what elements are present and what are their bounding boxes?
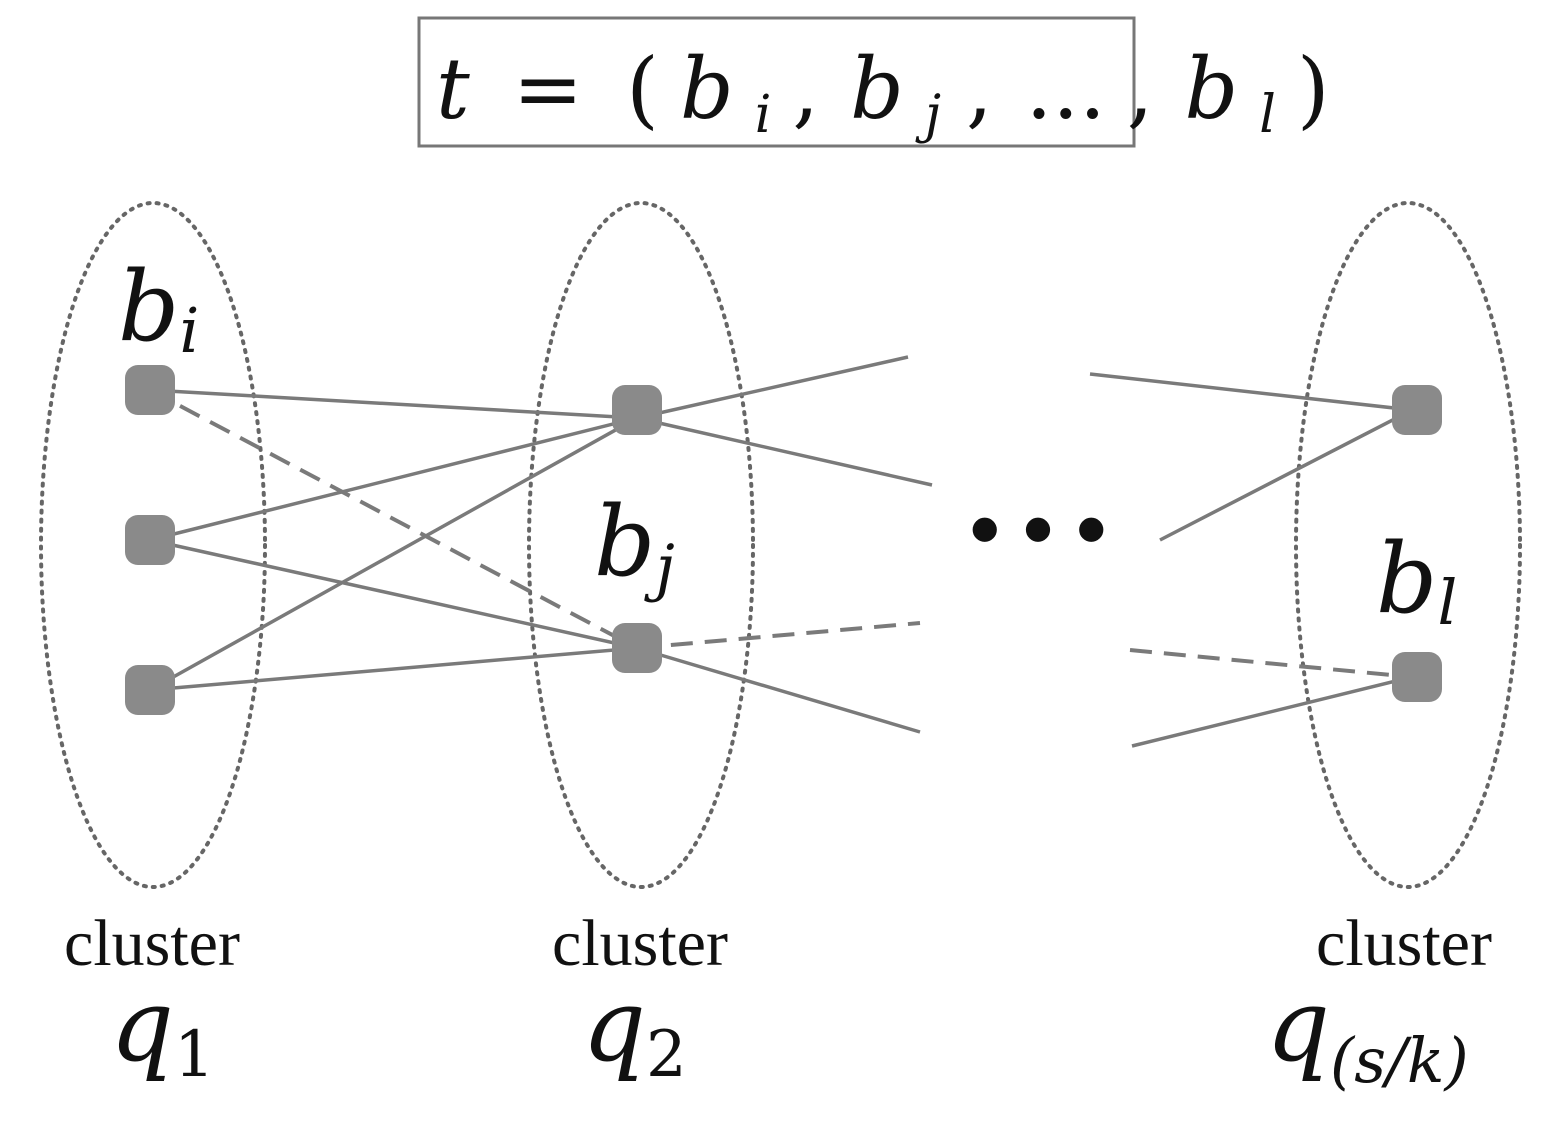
cluster-outline-qsk	[1294, 201, 1522, 889]
formula-comma-1: ,	[792, 40, 819, 138]
edge-n4-out-lower	[636, 416, 933, 487]
cluster-outline-q1	[39, 201, 267, 889]
edge-in-middle-n6	[1159, 408, 1413, 542]
formula-close-paren: )	[1297, 40, 1330, 138]
formula-ellipsis: ...	[1026, 40, 1106, 138]
node-bl	[1392, 652, 1442, 702]
formula-b-i: b	[680, 40, 734, 138]
node-q1-middle	[125, 515, 175, 565]
edge-n3-n4	[149, 416, 638, 692]
edge-in-lower-n7	[1131, 675, 1413, 748]
path-edge-bi-bj	[149, 388, 638, 650]
edge-n3-n5	[149, 646, 638, 692]
edge-n4-out-upper	[636, 355, 909, 420]
cluster-outline-q2	[527, 201, 755, 889]
formula-sub-l: l	[1259, 85, 1276, 145]
formula-open-paren: (	[626, 40, 659, 138]
edge-n5-out-lower	[636, 646, 921, 734]
edge-in-upper-n6	[1089, 372, 1413, 412]
cluster-caption-q2: cluster	[552, 907, 728, 980]
formula-sub-j: j	[915, 85, 941, 145]
path-edge-in-bl	[1129, 648, 1413, 679]
edges-solid	[149, 355, 1413, 748]
cluster-symbol-q1: q1	[110, 967, 215, 1092]
ellipsis-dots: ...	[962, 418, 1122, 571]
formula-lhs: t	[436, 40, 470, 138]
path-edge-bj-out	[636, 621, 921, 650]
cluster-caption-qsk: cluster	[1316, 907, 1492, 980]
formula-frame	[417, 16, 1136, 148]
formula-sub-i: i	[755, 85, 772, 145]
cluster-symbol-q2: q2	[582, 967, 687, 1092]
label-bj: bj	[594, 486, 675, 604]
node-qsk-top	[1392, 385, 1442, 435]
formula-comma-3: ,	[1127, 40, 1154, 138]
edge-n2-n4	[149, 416, 638, 542]
formula-equals: =	[513, 40, 583, 138]
formula-comma-2: ,	[966, 40, 993, 138]
node-bj	[612, 623, 662, 673]
node-q1-bottom	[125, 665, 175, 715]
formula-text: t = ( b i , b j , ... , b l )	[436, 40, 1330, 151]
formula-b-l: b	[1184, 40, 1238, 138]
edge-n2-n5	[149, 538, 638, 650]
label-bi: bi	[118, 251, 199, 367]
edges-path	[149, 388, 1413, 679]
edge-n1-n4	[149, 388, 638, 420]
formula-box: t = ( b i , b j , ... , b l )	[417, 16, 1330, 151]
node-bi	[125, 365, 175, 415]
formula-b-j: b	[850, 40, 904, 138]
nodes	[125, 365, 1442, 715]
cluster-caption-q1: cluster	[64, 907, 240, 980]
label-bl: bl	[1376, 523, 1457, 639]
node-q2-top	[612, 385, 662, 435]
cluster-symbol-qsk: q(s/k)	[1266, 967, 1469, 1097]
